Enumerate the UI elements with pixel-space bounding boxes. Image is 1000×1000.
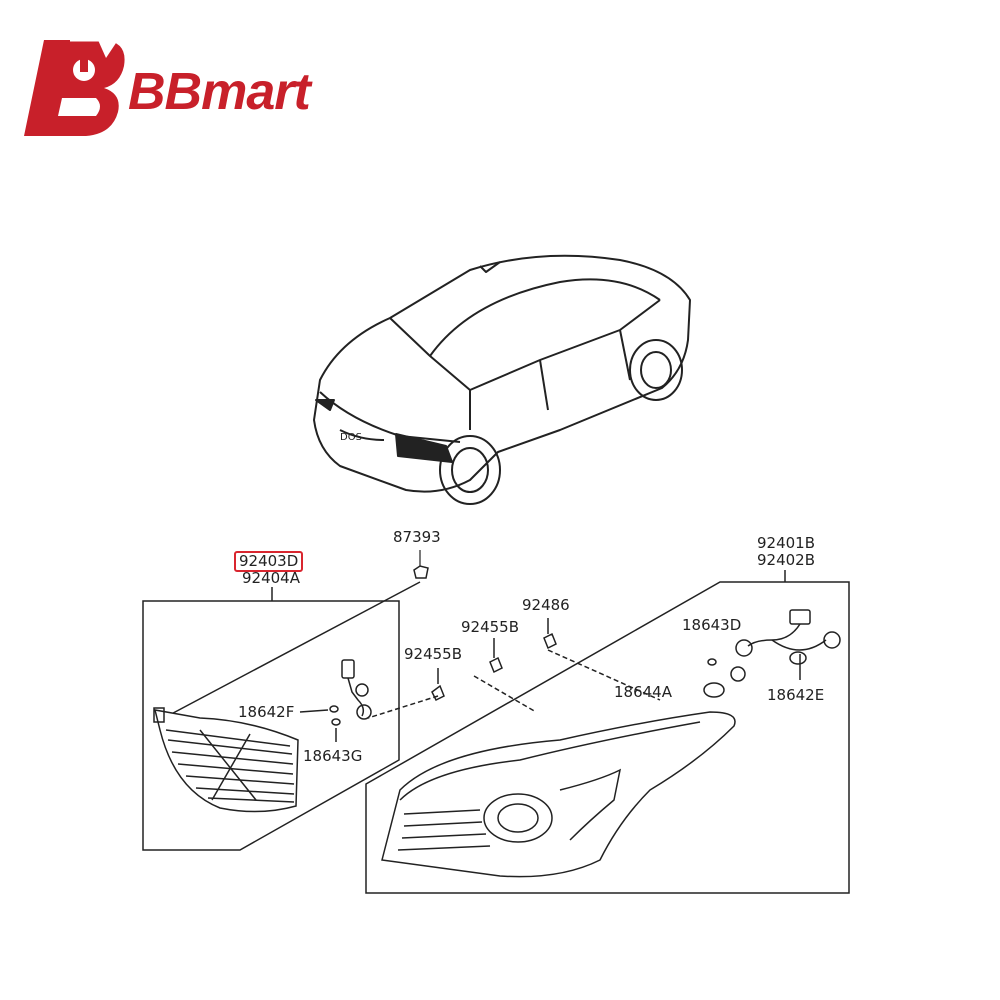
part-label-92403D[interactable]: 92403D	[234, 551, 304, 572]
part-label-92404A[interactable]: 92404A	[242, 569, 300, 587]
outer-socket-harness	[703, 609, 841, 698]
inner-lamp-group	[142, 581, 445, 851]
part-label-18644A[interactable]: 18644A	[614, 683, 672, 701]
inner-socket-harness	[341, 659, 372, 720]
part-label-92455B-right[interactable]: 92455B	[461, 618, 520, 636]
part-label-92455B-left[interactable]: 92455B	[404, 645, 463, 663]
part-label-87393[interactable]: 87393	[393, 528, 441, 546]
part-label-18642E[interactable]: 18642E	[767, 686, 825, 704]
inner-lamp-assembly	[153, 707, 299, 813]
part-label-18643D[interactable]: 18643D	[682, 616, 742, 634]
part-label-92486[interactable]: 92486	[522, 596, 570, 614]
clip-87393	[413, 565, 429, 579]
brand-name: BBmart	[128, 63, 311, 121]
part-label-18643G[interactable]: 18643G	[303, 747, 363, 765]
bulb-18642F	[329, 705, 339, 713]
bb-wrench-logo-icon	[24, 38, 131, 136]
car-illustration: DOS	[313, 254, 691, 505]
svg-text:DOS: DOS	[340, 432, 362, 443]
outer-lamp-group	[365, 570, 850, 894]
part-label-18642F[interactable]: 18642F	[238, 703, 295, 721]
part-label-92401B[interactable]: 92401B	[757, 534, 816, 552]
inner-lamp-frame	[142, 600, 400, 851]
part-label-92402B[interactable]: 92402B	[757, 551, 816, 569]
bulb-18643G	[331, 718, 341, 726]
outer-lamp-frame	[365, 581, 850, 894]
outer-lamp-assembly	[381, 711, 736, 878]
